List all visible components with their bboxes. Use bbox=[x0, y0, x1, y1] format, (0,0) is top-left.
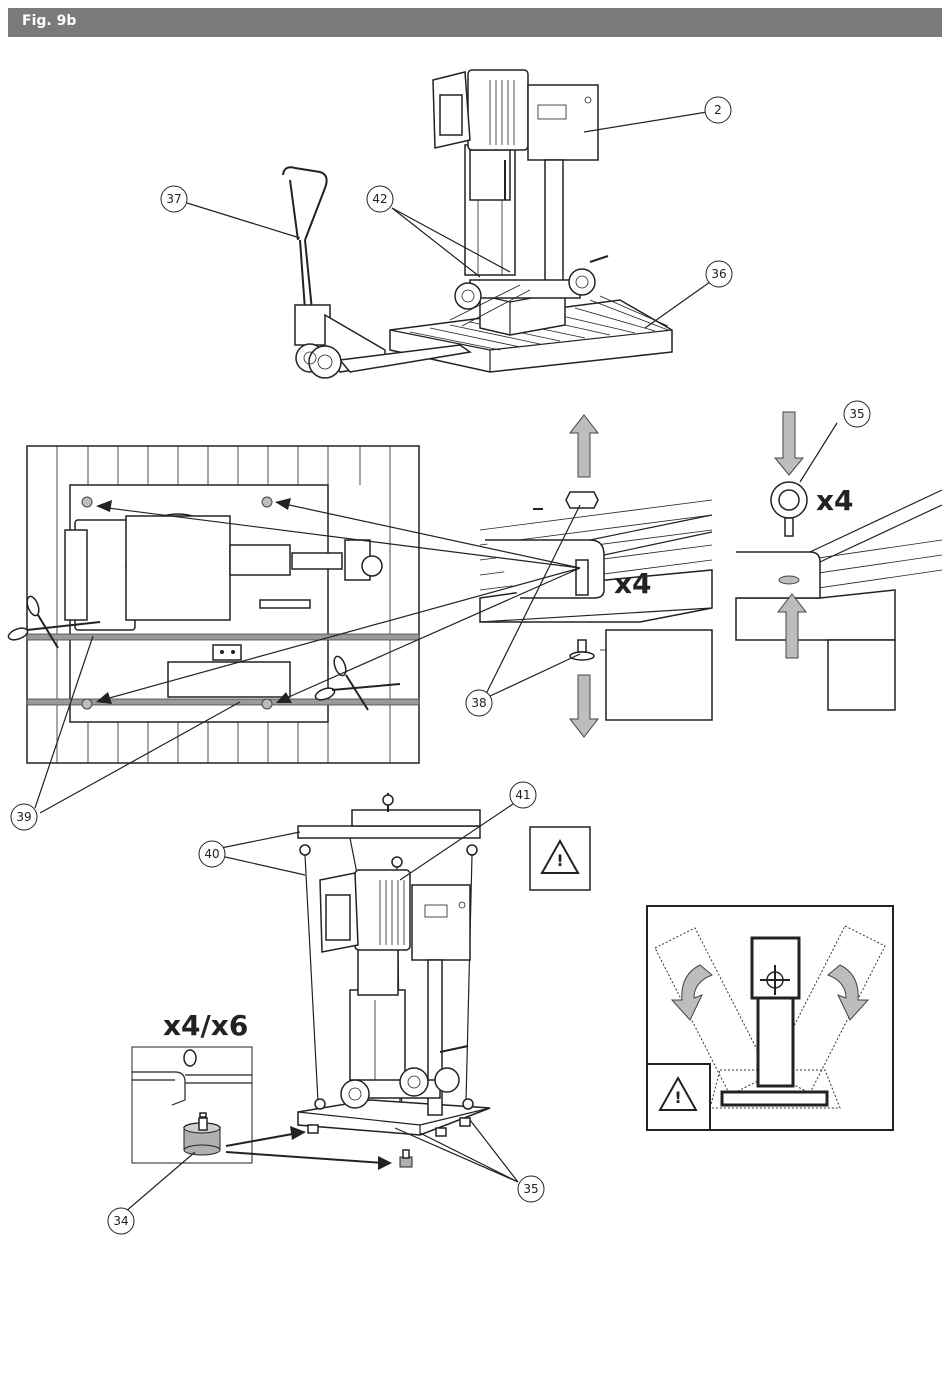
warning-mark-tipping: ! bbox=[674, 1088, 681, 1107]
svg-text:37: 37 bbox=[166, 192, 181, 206]
svg-text:35: 35 bbox=[523, 1182, 538, 1196]
svg-text:34: 34 bbox=[113, 1214, 128, 1228]
eyebolts-quantity-label: x4 bbox=[816, 484, 854, 517]
callout-42: 42 bbox=[367, 186, 393, 212]
callout-34: 34 bbox=[108, 1208, 134, 1234]
top-view-pallet-illustration bbox=[7, 446, 419, 763]
svg-text:41: 41 bbox=[515, 788, 530, 802]
svg-text:35: 35 bbox=[849, 407, 864, 421]
callout-41: 41 bbox=[510, 782, 536, 808]
callout-35-frame: 35 bbox=[518, 1176, 544, 1202]
callout-40: 40 bbox=[199, 841, 225, 867]
warning-mark-lifting: ! bbox=[556, 851, 563, 870]
bolts-quantity-label: x4 bbox=[614, 567, 652, 600]
crane-lifting-illustration bbox=[298, 793, 490, 1136]
svg-text:42: 42 bbox=[372, 192, 387, 206]
callout-2: 2 bbox=[705, 97, 731, 123]
callout-37: 37 bbox=[161, 186, 187, 212]
eyebolt-fitting-illustration bbox=[736, 412, 942, 710]
svg-text:2: 2 bbox=[714, 103, 722, 117]
svg-text:40: 40 bbox=[204, 847, 219, 861]
tipping-hazard-panel bbox=[647, 906, 893, 1130]
svg-text:39: 39 bbox=[16, 810, 31, 824]
callout-36: 36 bbox=[706, 261, 732, 287]
callout-38: 38 bbox=[466, 690, 492, 716]
svg-text:38: 38 bbox=[471, 696, 486, 710]
callout-39: 39 bbox=[11, 804, 37, 830]
callout-35-eyebolt: 35 bbox=[844, 401, 870, 427]
svg-text:36: 36 bbox=[711, 267, 726, 281]
bolt-removal-illustration bbox=[480, 415, 712, 737]
feet-quantity-label: x4/x6 bbox=[163, 1009, 248, 1042]
pump-on-pallet-illustration bbox=[390, 70, 672, 372]
